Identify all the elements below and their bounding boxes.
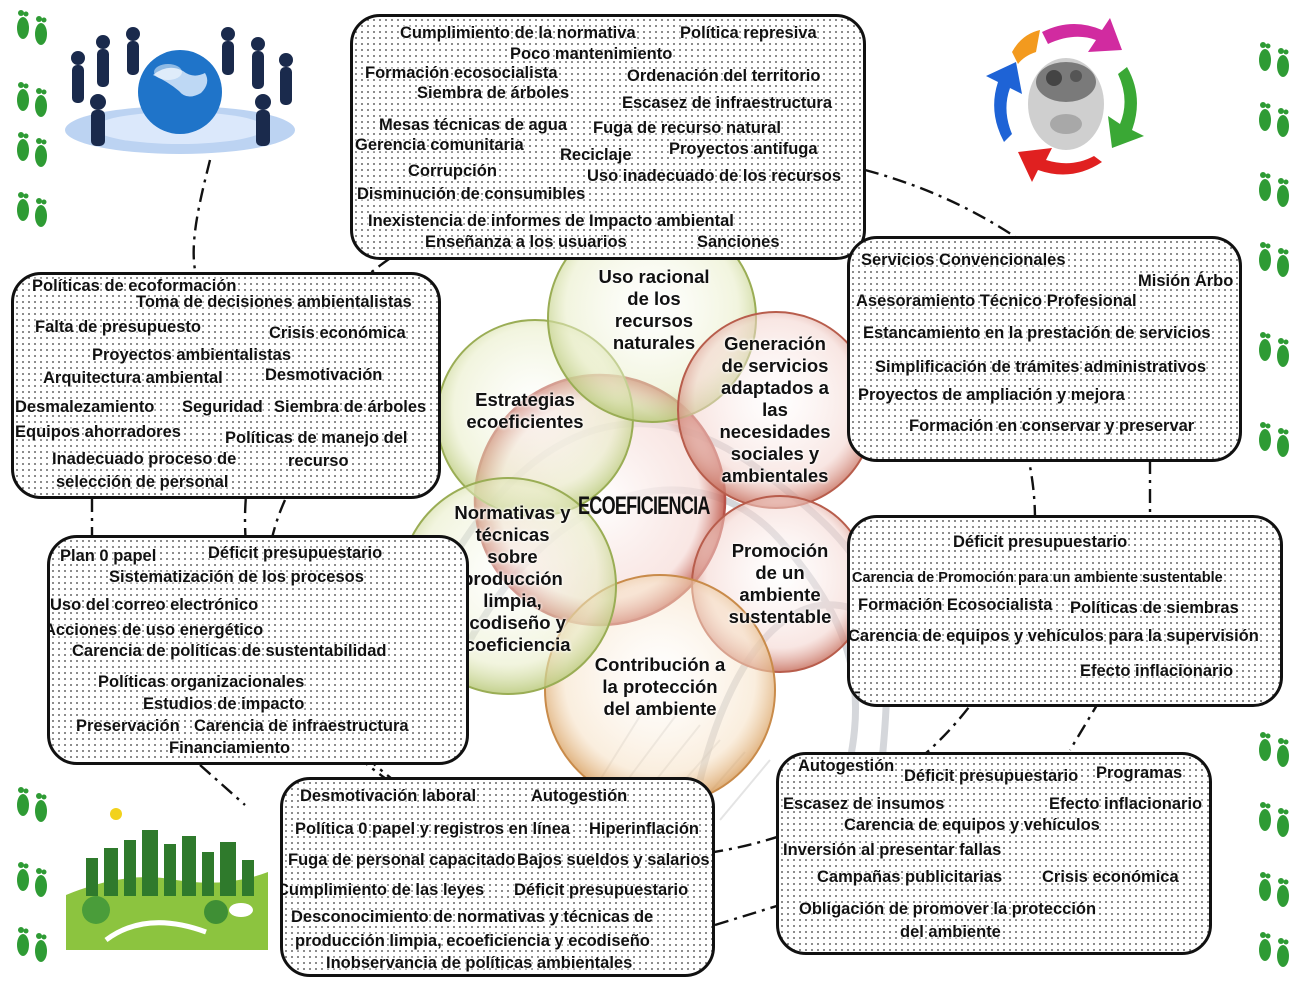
box-item: Proyectos de ampliación y mejora (858, 386, 1125, 404)
box-item: Falta de presupuesto (35, 318, 201, 336)
box-item: Programas (1096, 764, 1183, 782)
green-city-image (66, 808, 268, 950)
box-item: Escasez de infraestructura (622, 94, 833, 112)
box-item: Formación ecosocialista (365, 64, 558, 82)
box-right-upper: Servicios Convencionales Misión Árbo Ase… (847, 236, 1242, 462)
box-item: Equipos ahorradores (15, 423, 181, 441)
box-item: Carencia de políticas de sustentabilidad (72, 642, 387, 660)
box-top: Cumplimiento de la normativa Política re… (350, 14, 866, 260)
box-item: Fuga de personal capacitado (288, 851, 516, 869)
box-item: Proyectos ambientalistas (92, 346, 291, 364)
box-item: Servicios Convencionales (861, 251, 1066, 269)
box-item: del ambiente (900, 923, 1001, 941)
box-item: Cumplimiento de las leyes (280, 881, 485, 899)
box-item: Hiperinflación (589, 820, 700, 838)
box-item: Políticas de manejo del (225, 429, 408, 447)
box-item: Preservación (76, 717, 180, 735)
box-right-lower: Autogestión Déficit presupuestario Progr… (776, 752, 1212, 955)
box-item: Efecto inflacionario (1049, 795, 1203, 813)
box-item: Siembra de árboles (274, 398, 427, 416)
box-item: Mesas técnicas de agua (379, 116, 568, 134)
box-item: Autogestión (798, 757, 895, 775)
box-item: Inversión al presentar fallas (783, 841, 1002, 859)
box-item: Autogestión (531, 787, 628, 805)
box-item: Uso del correo electrónico (50, 596, 259, 614)
box-item: Misión Árbo (1138, 272, 1234, 290)
box-item: Desconocimiento de normativas y técnicas… (291, 908, 654, 926)
box-item: Siembra de árboles (417, 84, 570, 102)
box-right-middle: Déficit presupuestario Carencia de Promo… (847, 515, 1283, 707)
box-item: Escasez de insumos (783, 795, 945, 813)
box-item: Crisis económica (269, 324, 406, 342)
box-item: Déficit presupuestario (904, 767, 1079, 785)
box-item: Acciones de uso energético (47, 621, 264, 639)
box-item: Asesoramiento Técnico Profesional (856, 292, 1137, 310)
box-item: Desmotivación laboral (300, 787, 477, 805)
box-item: Estudios de impacto (143, 695, 305, 713)
box-item: Estancamiento en la prestación de servic… (863, 324, 1211, 342)
box-item: Déficit presupuestario (514, 881, 689, 899)
box-item: Corrupción (408, 162, 497, 180)
box-item: Carencia de Promoción para un ambiente s… (852, 570, 1223, 586)
box-item: Políticas de ecoformación (32, 277, 237, 295)
box-item: Disminución de consumibles (357, 185, 586, 203)
box-item: Poco mantenimiento (510, 45, 673, 63)
box-item: Financiamiento (169, 739, 291, 757)
box-item: Política 0 papel y registros en línea (295, 820, 571, 838)
box-item: recurso (288, 452, 349, 470)
box-item: E (850, 689, 862, 707)
box-item: Déficit presupuestario (953, 533, 1128, 551)
box-item: Inadecuado proceso de (52, 450, 237, 468)
box-left-lower: Plan 0 papel Déficit presupuestario Sist… (47, 535, 469, 765)
box-item: Carencia de equipos y vehículos (844, 816, 1100, 834)
box-item: Plan 0 papel (60, 547, 157, 565)
box-item: Arquitectura ambiental (43, 369, 223, 387)
box-item: Políticas organizacionales (98, 673, 305, 691)
box-item: Crisis económica (1042, 868, 1179, 886)
box-item: Carencia de equipos y vehículos para la … (848, 627, 1259, 645)
box-item: Seguridad (182, 398, 263, 416)
box-item: Sanciones (697, 233, 780, 251)
box-item: Simplificación de trámites administrativ… (875, 358, 1207, 376)
box-item: Reciclaje (560, 146, 632, 164)
globe-people-image (65, 27, 295, 154)
box-item: selección de personal (56, 473, 229, 491)
box-item: Formación en conservar y preservar (909, 417, 1195, 435)
center-label: ECOEFICIENCIA (578, 492, 710, 520)
box-item: Toma de decisiones ambientalistas (136, 293, 412, 311)
box-item: Sistematización de los procesos (109, 568, 364, 586)
box-item: Efecto inflacionario (1080, 662, 1234, 680)
box-left-upper: Políticas de ecoformación Toma de decisi… (11, 272, 441, 499)
box-bottom: Desmotivación laboral Autogestión Políti… (280, 777, 715, 977)
box-item: Ordenación del territorio (627, 67, 821, 85)
box-item: Déficit presupuestario (208, 544, 383, 562)
box-item: Política represiva (680, 24, 817, 42)
recycle-head-image (986, 18, 1144, 182)
box-item: Políticas de siembras (1070, 599, 1239, 617)
box-item: Inexistencia de informes de Impacto ambi… (368, 212, 734, 230)
box-item: Obligación de promover la protección (799, 900, 1097, 918)
box-item: Campañas publicitarias (817, 868, 1003, 886)
box-item: Formación Ecosocialista (858, 596, 1053, 614)
box-item: producción limpia, ecoeficiencia y ecodi… (295, 932, 650, 950)
box-item: Uso inadecuado de los recursos (587, 167, 841, 185)
box-item: Desmotivación (265, 366, 383, 384)
box-item: Desmalezamiento (15, 398, 155, 416)
box-item: Enseñanza a los usuarios (425, 233, 627, 251)
box-item: Inobservancia de políticas ambientales (326, 954, 633, 972)
box-item: Carencia de infraestructura (194, 717, 409, 735)
box-item: Cumplimiento de la normativa (400, 24, 636, 42)
box-item: Proyectos antifuga (669, 140, 818, 158)
box-item: Gerencia comunitaria (355, 136, 524, 154)
box-item: Bajos sueldos y salarios (517, 851, 710, 869)
box-item: Fuga de recurso natural (593, 119, 781, 137)
